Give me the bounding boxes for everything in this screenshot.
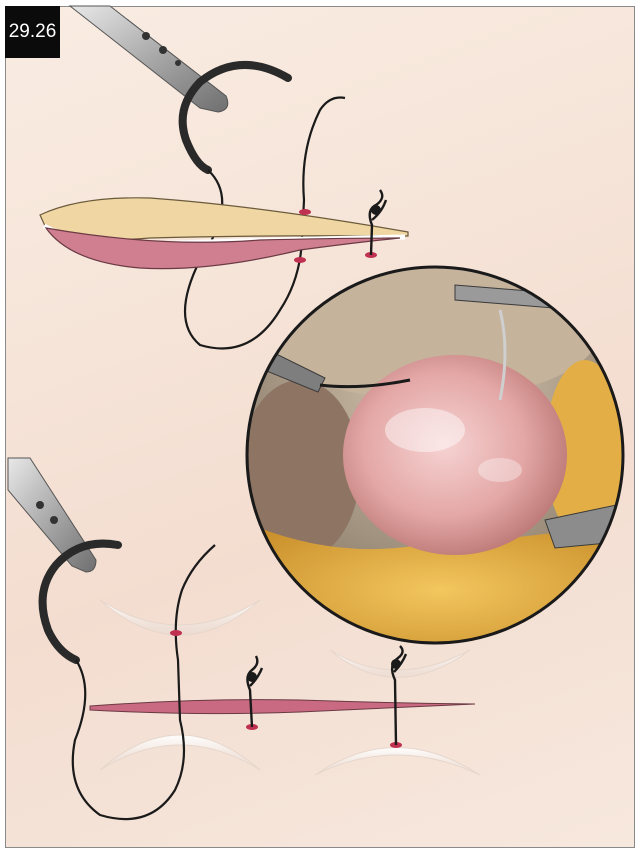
top-tissue-layer: [40, 198, 408, 269]
bottom-knot-small: [247, 672, 257, 682]
top-curved-needle: [183, 65, 288, 170]
bottom-suture-thread: [73, 545, 215, 819]
bottom-tissue-strip: [90, 700, 475, 714]
bottom-knot-right: [391, 659, 401, 669]
top-knot: [371, 205, 381, 215]
top-instrument: [70, 6, 228, 112]
bottom-instrument: [8, 458, 96, 572]
figure-number-label: 29.26: [5, 6, 60, 58]
bottom-puncture-upper: [170, 630, 182, 636]
top-tied-knot-thread: [370, 190, 386, 255]
top-puncture-lower: [294, 257, 306, 263]
bottom-tied-knot-thread: [247, 656, 262, 727]
top-puncture-upper: [299, 209, 311, 215]
laparoscopic-photo: [240, 260, 639, 660]
